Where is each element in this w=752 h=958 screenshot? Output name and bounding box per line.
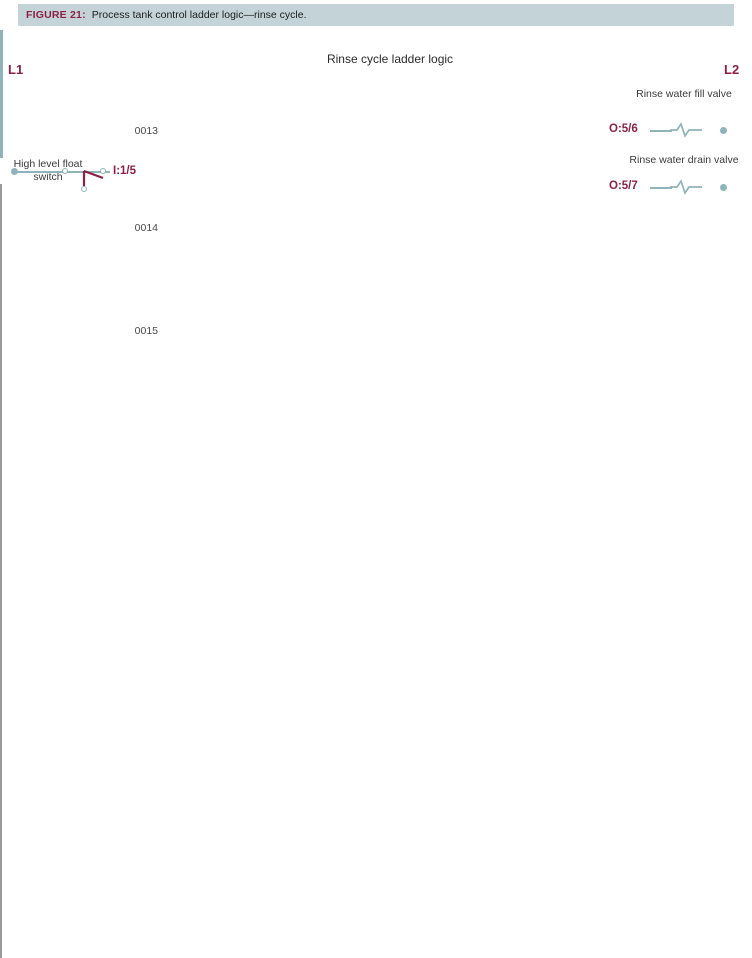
figure-caption-text: Process tank control ladder logic—rinse … — [91, 9, 307, 21]
solenoid-coil-icon-o57 — [670, 179, 702, 195]
rung-number-0015: 0015 — [134, 325, 158, 337]
l2-rail-label: L2 — [724, 62, 740, 77]
output-address-o57: O:5/7 — [609, 180, 638, 192]
l1-junction-node — [11, 168, 18, 175]
output-label-rinse-water-drain-valve: Rinse water drain valve — [629, 154, 739, 166]
float-switch-icon — [60, 156, 120, 192]
output-address-o56: O:5/6 — [609, 123, 638, 135]
rung-number-0013: 0013 — [134, 125, 158, 137]
output-label-rinse-water-fill-valve: Rinse water fill valve — [636, 88, 732, 100]
high-level-float-switch-label: High level float switch — [13, 158, 83, 183]
solenoid-coil-icon-o56 — [670, 122, 702, 138]
ladder-title: Rinse cycle ladder logic — [326, 52, 454, 66]
rung-number-0014: 0014 — [134, 222, 158, 234]
figure-number: FIGURE 21: — [26, 9, 86, 21]
l1-power-rail — [0, 30, 3, 158]
l2-node-o56 — [720, 127, 727, 134]
ladder-right-rail — [0, 604, 2, 958]
ladder-diagram-canvas: L1 High level float switch I:1/5 Rinse c… — [0, 30, 752, 958]
ladder-left-rail — [0, 184, 2, 604]
input-address-i15: I:1/5 — [113, 165, 137, 177]
l1-rail-label: L1 — [8, 62, 24, 77]
figure-caption-banner: FIGURE 21: Process tank control ladder l… — [18, 4, 734, 26]
l2-node-o57 — [720, 184, 727, 191]
